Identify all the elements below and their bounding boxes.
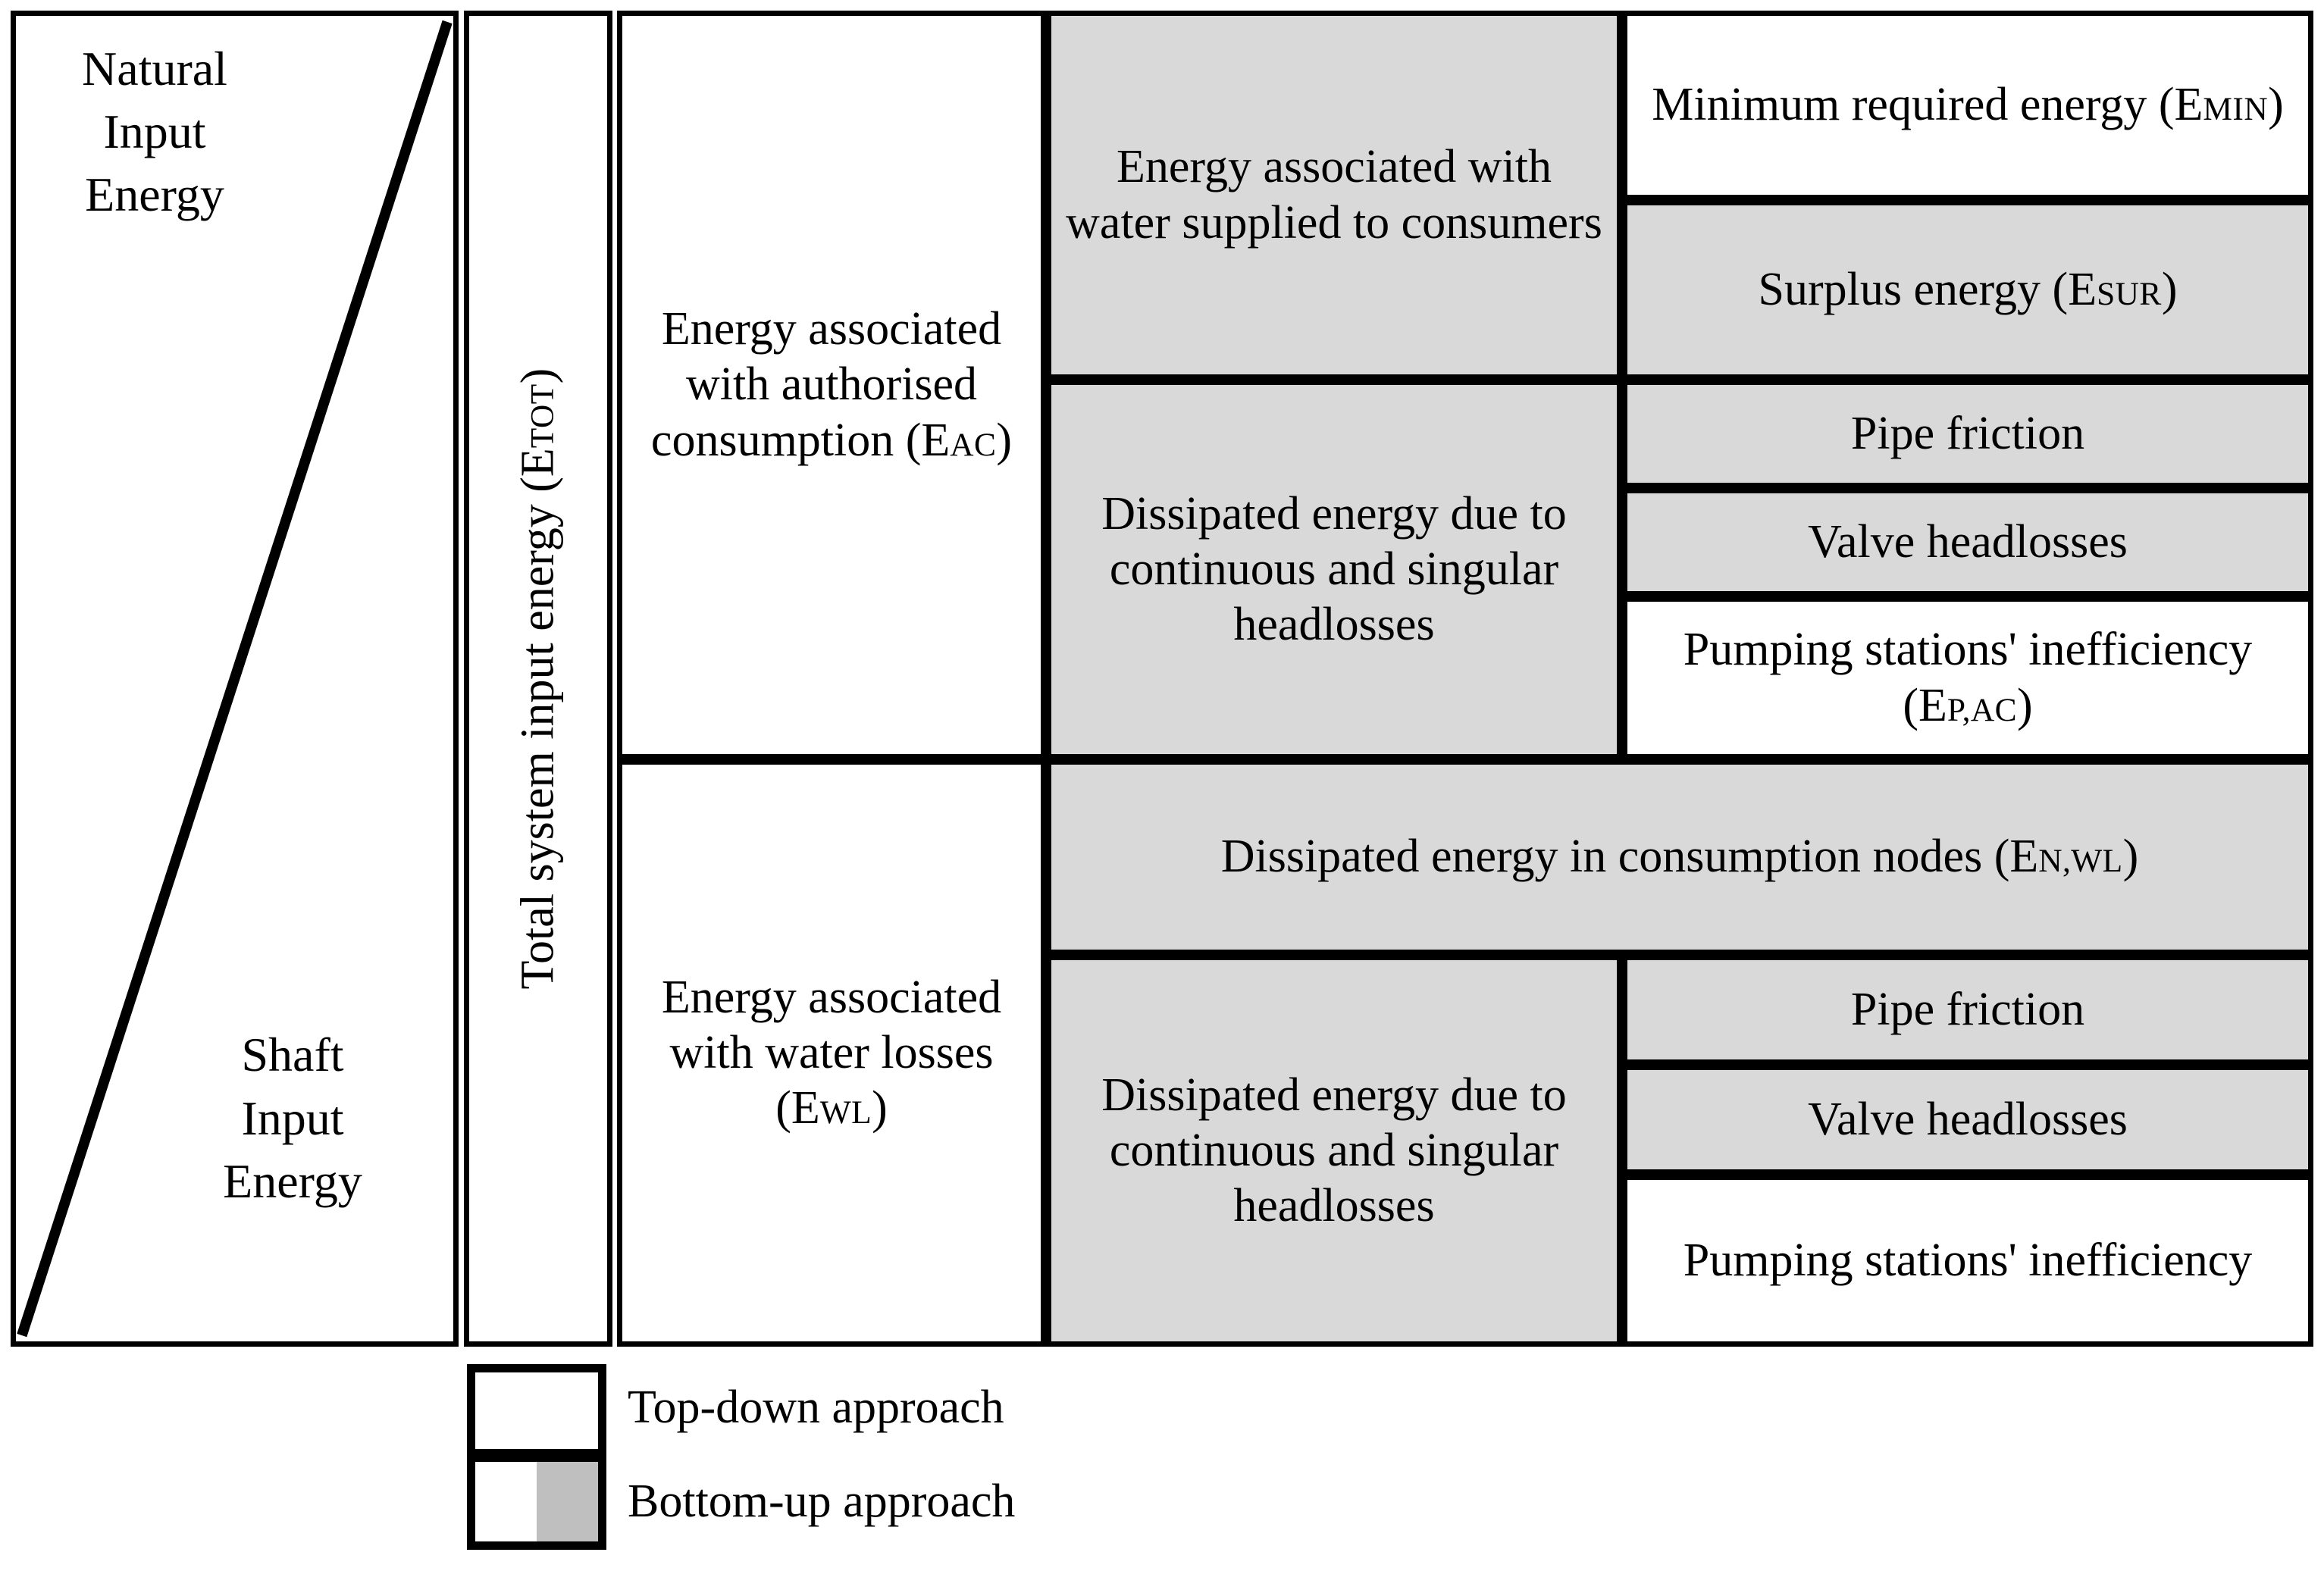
dissipated-energy-headlosses-wl-label: Dissipated energy due to continuous and … (1101, 1069, 1567, 1232)
shaft-input-energy-line-2: Input (241, 1091, 344, 1145)
legend-swatch-gray-half (537, 1462, 598, 1541)
shaft-input-energy-line-3: Energy (223, 1153, 362, 1208)
energy-water-losses-label: Energy associated with water losses (EWL… (661, 971, 1002, 1134)
valve-headlosses-ac-cell: Valve headlosses (1622, 488, 2313, 596)
energy-authorised-consumption-label: Energy associated with authorised consum… (650, 303, 1013, 466)
legend-label-top-down: Top-down approach (628, 1382, 1004, 1433)
dissipated-energy-headlosses-wl-cell: Dissipated energy due to continuous and … (1046, 955, 1622, 1347)
natural-input-energy-line-3: Energy (85, 167, 224, 222)
pipe-friction-wl-label: Pipe friction (1850, 983, 2085, 1035)
energy-supplied-to-consumers-cell: Energy associated with water supplied to… (1046, 11, 1622, 380)
pipe-friction-wl-cell: Pipe friction (1622, 955, 2313, 1065)
pipe-friction-ac-label: Pipe friction (1850, 407, 2085, 459)
pumping-stations-inefficiency-ac-label: Pumping stations' inefficiency (EP,AC) (1683, 624, 2253, 731)
dissipated-energy-headlosses-ac-label: Dissipated energy due to continuous and … (1101, 487, 1567, 651)
dissipated-energy-headlosses-ac-cell: Dissipated energy due to continuous and … (1046, 380, 1622, 759)
legend-label-bottom-up: Bottom-up approach (628, 1476, 1016, 1527)
valve-headlosses-wl-label: Valve headlosses (1808, 1093, 2128, 1145)
natural-input-energy-line-2: Input (103, 105, 206, 159)
surplus-energy-label: Surplus energy (ESUR) (1758, 263, 2178, 315)
energy-authorised-consumption-cell: Energy associated with authorised consum… (617, 11, 1046, 759)
legend: Top-down approach Bottom-up approach (467, 1364, 1015, 1550)
pumping-stations-inefficiency-wl-label: Pumping stations' inefficiency (1683, 1234, 2253, 1286)
natural-input-energy-label: Natural Input Energy (30, 37, 280, 227)
legend-swatch-top-down (467, 1364, 606, 1457)
shaft-input-energy-label: Shaft Input Energy (168, 1023, 418, 1213)
valve-headlosses-wl-cell: Valve headlosses (1622, 1065, 2313, 1175)
dissipated-energy-consumption-nodes-cell: Dissipated energy in consumption nodes (… (1046, 759, 2313, 955)
legend-swatch-bottom-up (467, 1454, 606, 1550)
natural-input-energy-line-1: Natural (82, 42, 227, 95)
pumping-stations-inefficiency-wl-cell: Pumping stations' inefficiency (1622, 1175, 2313, 1347)
input-energy-column: Natural Input Energy Shaft Input Energy (11, 11, 459, 1347)
valve-headlosses-ac-label: Valve headlosses (1808, 515, 2128, 568)
total-system-input-energy-label: Total system input energy (ETOT) (512, 368, 564, 990)
minimum-required-energy-cell: Minimum required energy (EMIN) (1622, 11, 2313, 200)
pumping-stations-inefficiency-ac-cell: Pumping stations' inefficiency (EP,AC) (1622, 596, 2313, 759)
dissipated-energy-consumption-nodes-label: Dissipated energy in consumption nodes (… (1220, 831, 2139, 883)
energy-supplied-to-consumers-label: Energy associated with water supplied to… (1066, 141, 1602, 249)
surplus-energy-cell: Surplus energy (ESUR) (1622, 200, 2313, 380)
minimum-required-energy-label: Minimum required energy (EMIN) (1652, 79, 2284, 131)
total-system-input-energy-cell: Total system input energy (ETOT) (464, 11, 612, 1347)
shaft-input-energy-line-1: Shaft (241, 1028, 344, 1082)
energy-water-losses-cell: Energy associated with water losses (EWL… (617, 759, 1046, 1347)
pipe-friction-ac-cell: Pipe friction (1622, 380, 2313, 488)
